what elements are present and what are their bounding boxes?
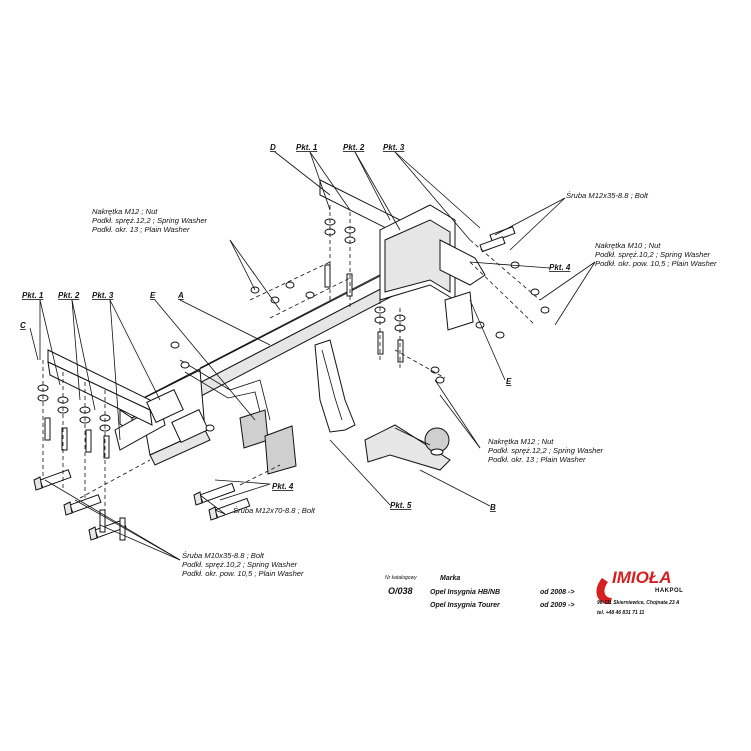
label-pkt1-left: Pkt. 1 (22, 291, 44, 300)
label-e-right: E (506, 377, 512, 386)
label-pkt3-left: Pkt. 3 (92, 291, 114, 300)
note-line: Nakrętka M12 ; Nut (488, 437, 554, 446)
note-line: Podkł. okr. pow. 10,5 ; Plain Washer (182, 569, 304, 578)
title-block: Nr katalogowy Marka O/038 Opel Insygnia … (385, 568, 683, 616)
note-line: Podkł. okr. 13 ; Plain Washer (488, 455, 586, 464)
label-pkt5: Pkt. 5 (390, 501, 412, 510)
note-mid: Nakrętka M12 ; Nut Podkł. spręż.12,2 ; S… (488, 437, 604, 464)
brand-label: Marka (440, 575, 460, 582)
catalog-code: O/038 (388, 586, 413, 596)
label-pkt2-left: Pkt. 2 (58, 291, 80, 300)
note-line: Nakrętka M12 ; Nut (92, 207, 158, 216)
center-mount-bracket (314, 339, 356, 433)
label-pkt4-right: Pkt. 4 (549, 263, 571, 272)
note-line: Nakrętka M10 ; Nut (595, 241, 661, 250)
right-bracket (319, 179, 486, 301)
model-name: Opel Insygnia HB/NB (430, 589, 500, 596)
assembly-lines (42, 205, 541, 510)
fastener-bolts (33, 226, 516, 541)
brand-name: IMIOŁA (612, 568, 672, 587)
note-line: Podkł. spręż.10,2 ; Spring Washer (182, 560, 298, 569)
note-bolt-mid: Śruba M12x70-8.8 ; Bolt (233, 506, 316, 515)
label-c: C (20, 321, 26, 330)
label-e-left: E (150, 291, 156, 300)
note-line: Podkł. spręż.12,2 ; Spring Washer (488, 446, 604, 455)
note-line: Śruba M10x35-8.8 ; Bolt (182, 551, 265, 560)
label-pkt1-top: Pkt. 1 (296, 143, 318, 152)
label-d: D (270, 143, 276, 152)
model-name: Opel Insygnia Tourer (430, 602, 501, 609)
model-year: od 2009 -> (540, 602, 574, 609)
phone: tel. +48 46 831 71 11 (597, 610, 645, 616)
note-bottom: Śruba M10x35-8.8 ; Bolt Podkł. spręż.10,… (182, 551, 304, 578)
label-a: A (177, 291, 184, 300)
note-line: Podkł. spręż.12,2 ; Spring Washer (92, 216, 208, 225)
note-line: Podkł. okr. 13 ; Plain Washer (92, 225, 190, 234)
label-pkt3-top: Pkt. 3 (383, 143, 405, 152)
left-bracket (47, 349, 271, 466)
note-right: Nakrętka M10 ; Nut Podkł. spręż.10,2 ; S… (595, 241, 717, 268)
socket-plates (239, 291, 474, 475)
main-cross-beam (119, 244, 454, 433)
label-pkt4-mid: Pkt. 4 (272, 482, 294, 491)
brand-subname: HAKPOL (655, 588, 683, 594)
label-pkt2-top: Pkt. 2 (343, 143, 365, 152)
note-top-left: Nakrętka M12 ; Nut Podkł. spręż.12,2 ; S… (92, 207, 208, 234)
towball (364, 424, 451, 471)
leader-lines (29, 151, 596, 561)
imiola-logo: IMIOŁA HAKPOL (596, 568, 683, 604)
model-year: od 2008 -> (540, 589, 574, 596)
note-bolt-top: Śruba M12x35-8.8 ; Bolt (566, 191, 649, 200)
catalog-number-label: Nr katalogowy (385, 575, 417, 581)
note-line: Podkł. spręż.10,2 ; Spring Washer (595, 250, 711, 259)
address: 96-111 Skierniewice, Chojnata 23 A (597, 600, 680, 606)
note-line: Podkł. okr. pow. 10,5 ; Plain Washer (595, 259, 717, 268)
label-b: B (490, 503, 496, 512)
